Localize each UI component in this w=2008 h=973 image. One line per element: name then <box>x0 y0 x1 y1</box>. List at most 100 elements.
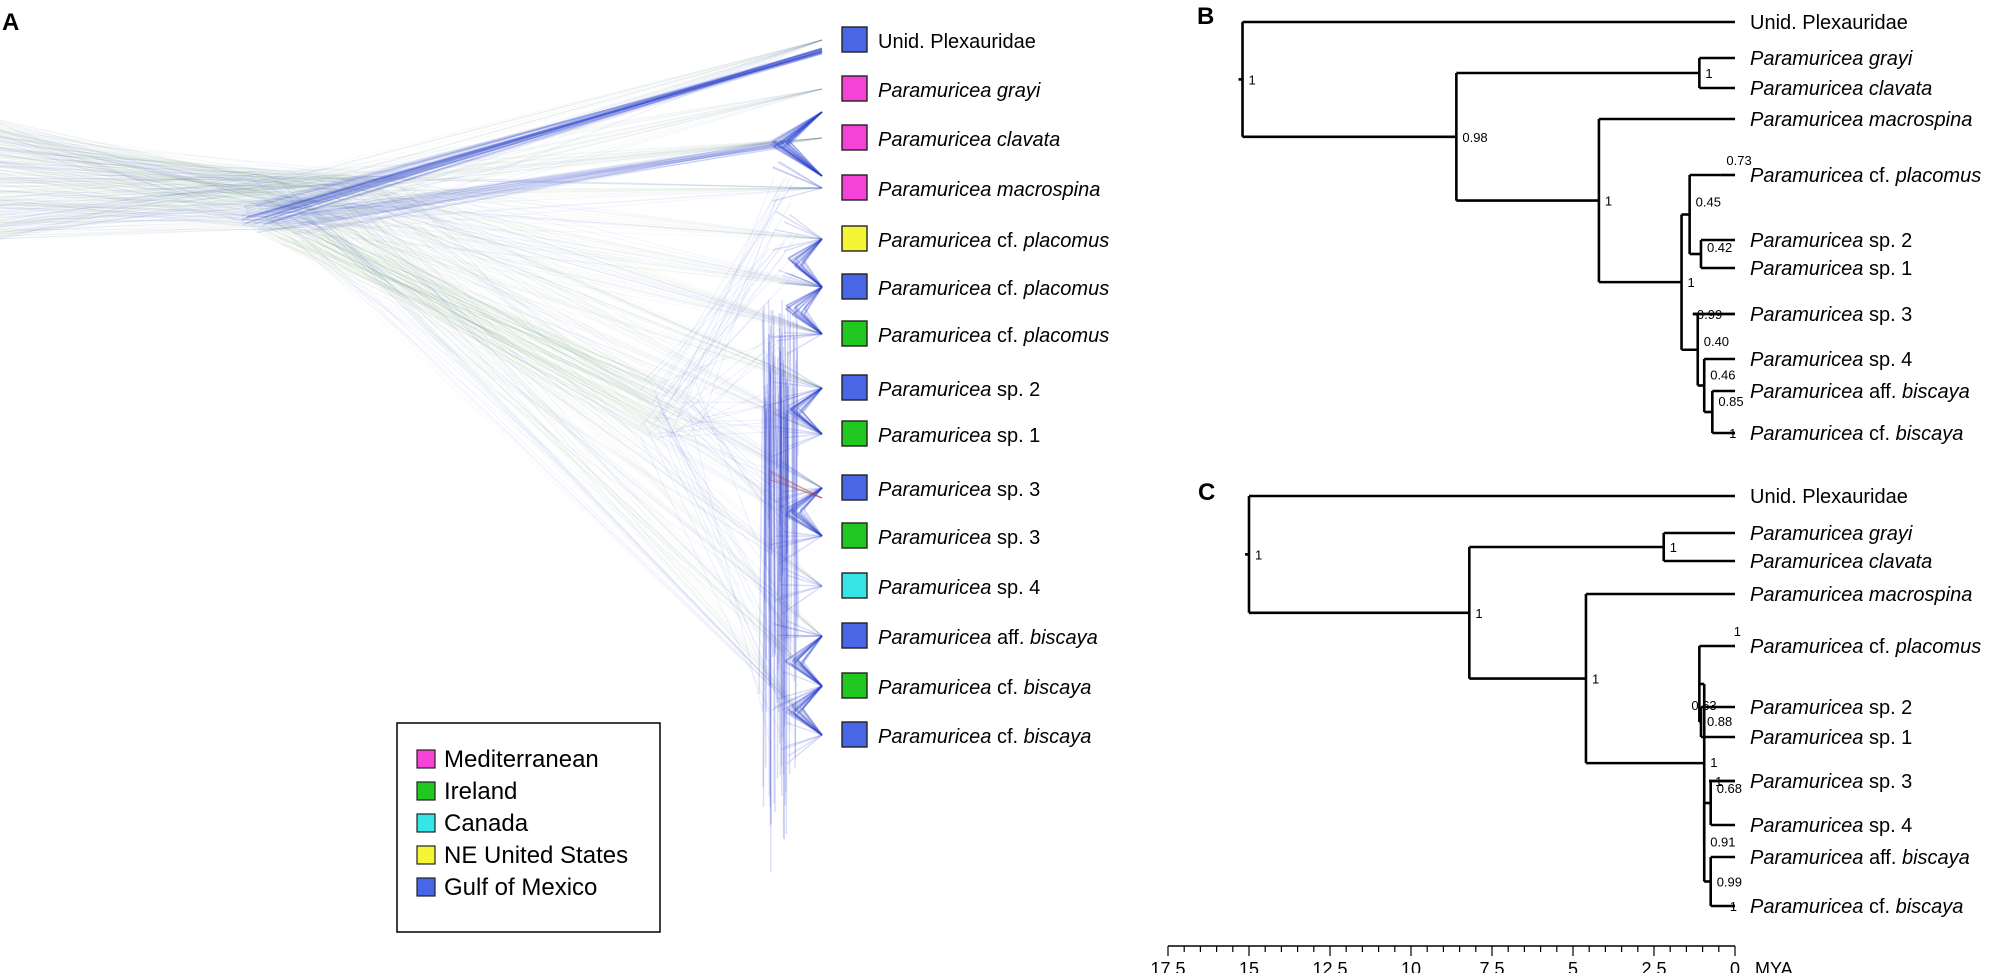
cloud-branch <box>268 52 823 224</box>
cloud-branch <box>344 178 823 389</box>
cloud-branch <box>654 251 787 420</box>
cloud-branch <box>312 176 823 489</box>
cloud-branch <box>654 297 772 423</box>
cloud-branch <box>771 111 823 142</box>
cloud-branch <box>267 88 823 186</box>
cloud-branch <box>348 137 823 180</box>
cloud-branch <box>786 620 823 637</box>
cloud-branch <box>783 146 823 177</box>
cloud-branch <box>678 193 780 418</box>
legend-swatch <box>416 845 436 865</box>
cloud-branch <box>773 139 823 177</box>
cloud-branch <box>367 184 823 335</box>
cloud-branch <box>369 225 823 240</box>
cloud-branch <box>794 685 823 717</box>
taxon-qualifier: cf. <box>991 677 1018 699</box>
cloud-branch <box>0 176 399 215</box>
cloud-branch <box>392 205 823 537</box>
cloud-branch <box>0 178 349 240</box>
cloud-branch <box>767 334 771 797</box>
cloud-branch <box>779 145 823 177</box>
cloud-branch <box>0 180 262 224</box>
cloud-branch <box>793 388 799 638</box>
panel-b-label: B <box>1197 3 1214 30</box>
cloud-branch <box>273 52 823 210</box>
cloud-branch <box>800 387 823 411</box>
cloud-branch <box>328 215 667 430</box>
cloud-branch <box>0 184 253 206</box>
cloud-branch <box>299 222 652 385</box>
cloud-branch <box>252 217 823 389</box>
cloud-branch <box>793 411 823 435</box>
cloud-branch <box>0 173 310 220</box>
taxon-epithet: biscaya <box>1024 627 1097 649</box>
cloud-branch <box>362 187 823 192</box>
cloud-branch <box>681 401 771 404</box>
cloud-branch <box>0 198 389 206</box>
cloud-branch <box>772 238 823 251</box>
cloud-branch <box>801 664 823 687</box>
cloud-branch <box>772 315 823 335</box>
cloud-branch <box>331 189 823 587</box>
cloud-branch <box>0 183 345 207</box>
cloud-branch <box>771 139 823 177</box>
cloud-branch <box>790 387 823 410</box>
cloud-branch <box>764 404 767 768</box>
cloud-branch <box>321 194 823 587</box>
cloud-branch <box>260 39 823 182</box>
cloud-branch <box>794 286 823 308</box>
cloud-branch <box>794 261 823 288</box>
cloud-branch <box>272 179 823 389</box>
cloud-branch <box>0 207 292 227</box>
cloud-branch <box>785 286 823 310</box>
cloud-branch <box>639 232 793 392</box>
cloud-branch <box>360 197 823 687</box>
cloud-branch <box>772 387 823 405</box>
cloud-branch <box>785 286 823 307</box>
support-value: 0.99 <box>1717 875 1742 890</box>
support-value: 0.46 <box>1710 368 1735 383</box>
cloud-branch <box>348 39 823 200</box>
cloud-branch <box>324 39 823 198</box>
legend-label: Mediterranean <box>444 746 599 773</box>
cloud-branch <box>279 189 823 687</box>
cloud-branch <box>0 198 266 236</box>
cloud-branch <box>782 567 823 587</box>
cloud-branch <box>0 144 288 196</box>
taxon-label-tree_c: Paramuricea grayi <box>1750 523 1913 545</box>
cloud-branch <box>347 177 823 335</box>
cloud-branch <box>769 477 823 499</box>
cloud-branch <box>387 175 823 587</box>
taxon-qualifier: Unid. Plexauridae <box>878 31 1036 53</box>
cloud-branch <box>0 169 276 226</box>
region-swatch <box>841 124 868 151</box>
cloud-branch <box>787 535 823 545</box>
cloud-branch <box>0 138 271 220</box>
cloud-branch <box>274 48 823 214</box>
cloud-branch <box>779 111 823 147</box>
taxon-qualifier: cf. <box>991 726 1018 748</box>
cloud-branch <box>240 48 823 221</box>
cloud-branch <box>778 269 823 288</box>
cloud-branch <box>257 141 786 232</box>
cloud-branch <box>654 416 791 431</box>
cloud-branch <box>394 206 823 288</box>
cloud-branch <box>297 145 778 226</box>
cloud-branch <box>0 175 284 184</box>
cloud-branch <box>367 208 823 389</box>
cloud-branch <box>366 225 823 637</box>
cloud-branch <box>383 187 823 219</box>
taxon-qualifier: sp. 4 <box>1863 815 1912 837</box>
cloud-branch <box>779 430 823 435</box>
cloud-branch <box>278 186 823 736</box>
cloud-branch <box>782 360 788 503</box>
cloud-branch <box>0 142 348 187</box>
cloud-branch <box>0 183 333 224</box>
taxon-label-a: Unid. Plexauridae <box>878 31 1036 53</box>
cloud-branch <box>336 189 823 435</box>
cloud-branch <box>778 327 781 416</box>
cloud-branch <box>780 363 823 389</box>
cloud-branch <box>328 219 657 397</box>
cloud-branch <box>788 387 823 413</box>
